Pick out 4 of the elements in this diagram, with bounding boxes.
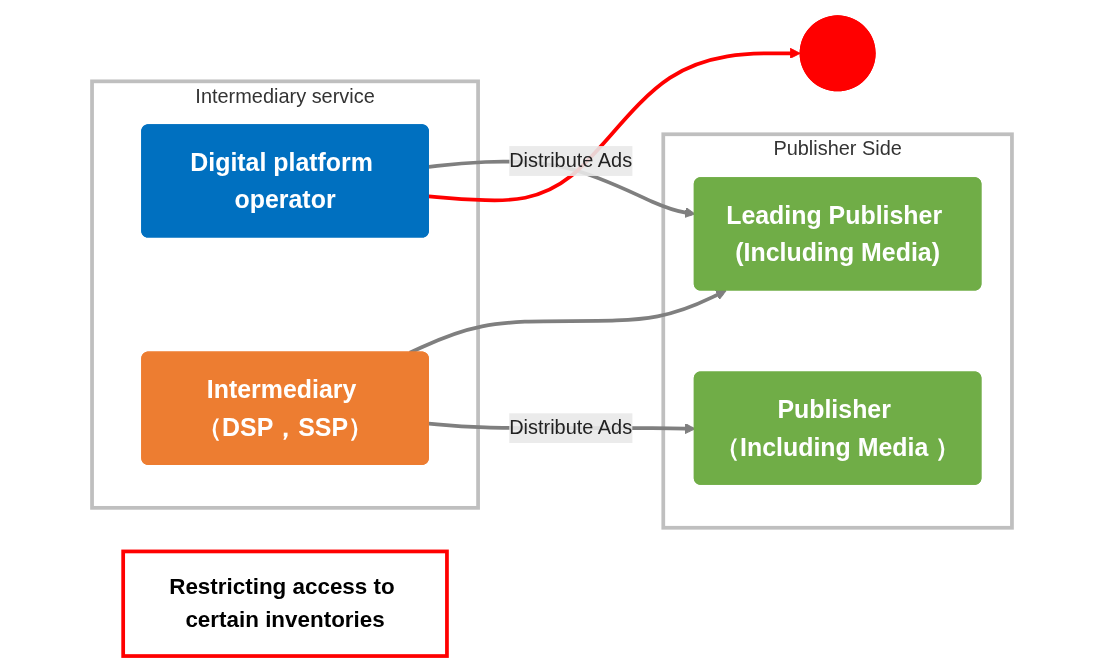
edge-label: Distribute Ads	[509, 149, 633, 171]
node-box: Restricting access to certain inventories	[121, 549, 449, 658]
edge-label: Distribute Ads	[509, 416, 633, 438]
arrow	[428, 47, 801, 202]
